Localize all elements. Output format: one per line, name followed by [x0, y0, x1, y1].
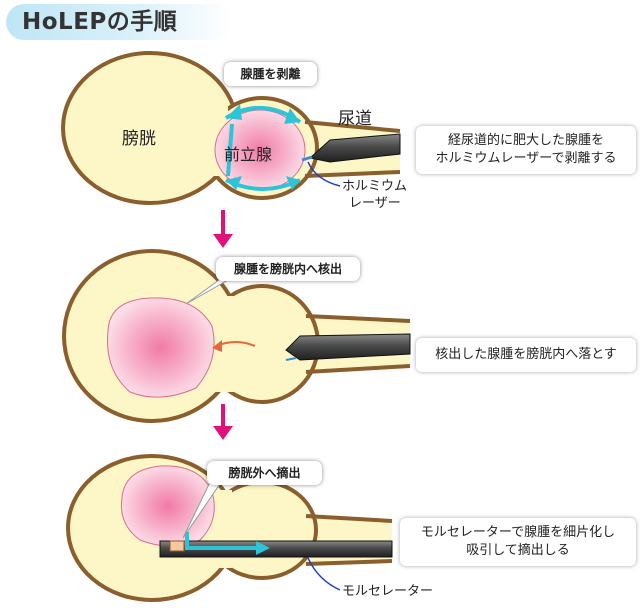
- step3-bubble: 膀胱外へ摘出: [207, 461, 322, 485]
- step2-enucleated-adenoma: [106, 297, 215, 398]
- step1-bladder-label: 膀胱: [122, 129, 156, 149]
- step1-description-line2: ホルミウムレーザーで剥離する: [435, 151, 617, 166]
- step3-suction-arrow: [185, 532, 258, 550]
- step1-laser-label-line1: ホルミウム: [342, 179, 407, 194]
- step2-diagram: [62, 249, 411, 423]
- step1-laser-leader: [307, 161, 341, 187]
- step2-scope: [285, 333, 411, 361]
- step3-device-label: モルセレーター: [342, 584, 433, 599]
- step1-bubble: 腺腫を剥離: [224, 62, 317, 86]
- step3-description-line2: 吸引して摘出しる: [466, 543, 570, 558]
- step2-description-text: 核出した腺腫を膀胱内へ落とす: [435, 347, 617, 362]
- step3-device-leader: [307, 557, 341, 591]
- step3-morcellator: [159, 540, 393, 558]
- step1-laser-label-line2: レーザー: [349, 196, 401, 211]
- step-arrow-2: [213, 404, 233, 440]
- step-arrow-1: [213, 210, 233, 248]
- step1-description: 経尿道的に肥大した腺腫を ホルミウムレーザーで剥離する: [416, 126, 636, 174]
- step1-description-line1: 経尿道的に肥大した腺腫を: [447, 133, 604, 148]
- step2-bubble: 腺腫を膀胱内へ核出: [216, 257, 360, 281]
- step2-description: 核出した腺腫を膀胱内へ落とす: [416, 338, 636, 372]
- step3-description: モルセレーターで腺腫を細片化し 吸引して摘出しる: [400, 518, 636, 566]
- step1-scope: [308, 133, 401, 163]
- step1-urethra-label: 尿道: [338, 109, 372, 129]
- step1-diagram: 膀胱 前立腺 尿道 ホルミウム レーザー: [61, 51, 407, 211]
- page-title: HoLEPの手順: [6, 4, 232, 40]
- step1-prostate-label: 前立腺: [224, 145, 272, 164]
- step3-description-line1: モルセレーターで腺腫を細片化し: [420, 525, 616, 540]
